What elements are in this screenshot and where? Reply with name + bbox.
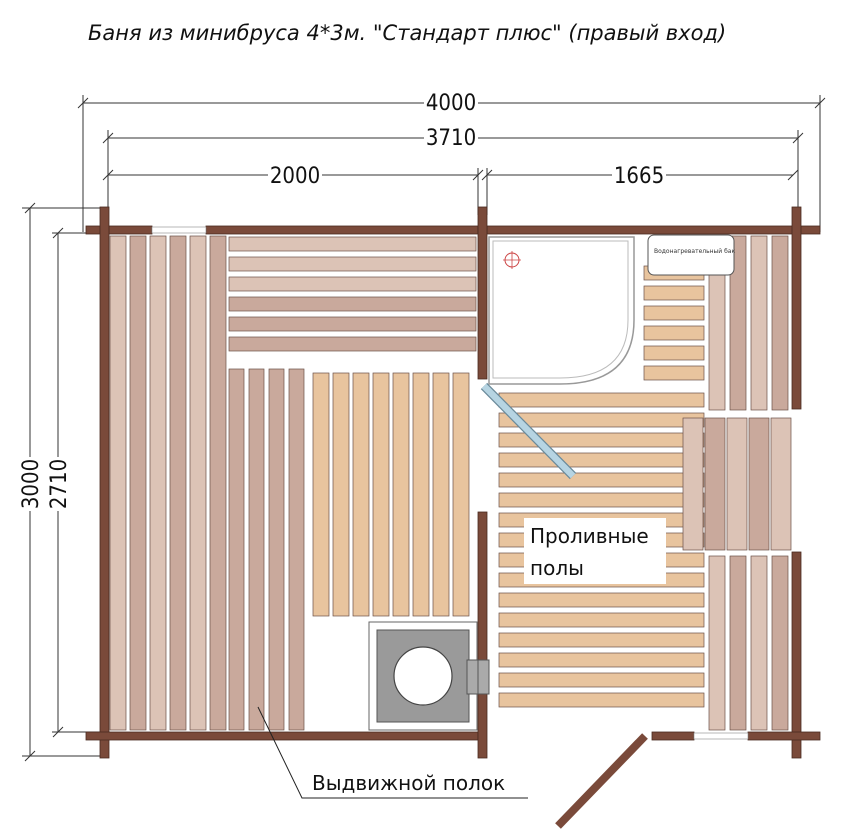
shelf-plank — [228, 368, 245, 731]
floor-plank — [498, 592, 705, 608]
bench-plank — [771, 235, 789, 411]
window-bottom — [693, 732, 749, 740]
bench-plank — [750, 555, 768, 731]
floor-plank — [643, 345, 705, 361]
bench-plank — [708, 555, 726, 731]
bench-plank — [149, 235, 167, 731]
window-top — [151, 226, 207, 234]
step-plank — [770, 417, 792, 551]
steam-room-benches — [109, 235, 477, 731]
bench-plank — [750, 235, 768, 411]
step-plank — [704, 417, 726, 551]
step-plank — [726, 417, 748, 551]
entrance-door[interactable] — [555, 733, 648, 829]
shelf-leader-line — [257, 706, 528, 799]
bench-plank — [729, 235, 747, 411]
drawing-title: Баня из минибруса 4*3м. "Стандарт плюс" … — [88, 21, 726, 45]
shelf-plank — [268, 368, 285, 731]
floor-plank — [498, 492, 705, 508]
floor-plank — [498, 652, 705, 668]
floor-plank — [432, 372, 450, 617]
bench-plank — [169, 235, 187, 731]
water-heater-tank: Водонагревательный бак — [647, 234, 735, 276]
shelf-label: Выдвижной полок — [312, 771, 505, 795]
floors-label-line2: полы — [530, 556, 584, 580]
floor-plank — [643, 325, 705, 341]
floor-plank — [498, 392, 705, 408]
floor-plank — [352, 372, 370, 617]
floor-plank — [498, 472, 705, 488]
floor-plank — [412, 372, 430, 617]
bench-plank — [729, 555, 747, 731]
floors-label-bg — [524, 518, 666, 584]
bench-plank — [209, 235, 227, 731]
shelf-plank — [248, 368, 265, 731]
floor-plank — [643, 365, 705, 381]
floor-plank — [643, 285, 705, 301]
stove — [368, 621, 490, 731]
bench-plank — [129, 235, 147, 731]
floor-plank — [498, 632, 705, 648]
bench-plank — [228, 256, 477, 272]
step-plank — [748, 417, 770, 551]
floor-plank — [372, 372, 390, 617]
bench-plank — [228, 236, 477, 252]
water-heater-label: Водонагревательный бак — [654, 248, 735, 255]
bench-plank — [189, 235, 207, 731]
floor-plank — [452, 372, 470, 617]
shelf-plank — [288, 368, 305, 731]
dim-3000: 3000 — [19, 459, 44, 509]
step-plank — [682, 417, 704, 551]
dim-4000: 4000 — [426, 91, 476, 116]
dim-3710: 3710 — [426, 126, 476, 151]
floor-plank — [643, 305, 705, 321]
dim-2710: 2710 — [47, 459, 72, 509]
floor-plank — [498, 412, 705, 428]
floor-plank — [332, 372, 350, 617]
floor-plank — [498, 692, 705, 708]
bench-plank — [228, 296, 477, 312]
bench-plank — [771, 555, 789, 731]
bench-plank — [109, 235, 127, 731]
floor-plank — [312, 372, 330, 617]
bench-plank — [228, 336, 477, 352]
floor-plank — [498, 452, 705, 468]
shower-area — [480, 236, 635, 480]
bench-plank — [228, 316, 477, 332]
floor-plank — [498, 672, 705, 688]
dim-2000: 2000 — [270, 164, 320, 189]
floor-plank — [498, 432, 705, 448]
bench-plank — [228, 276, 477, 292]
floors-label-line1: Проливные — [530, 524, 649, 548]
dim-1665: 1665 — [614, 164, 664, 189]
floor-plank — [392, 372, 410, 617]
floor-plank — [498, 612, 705, 628]
